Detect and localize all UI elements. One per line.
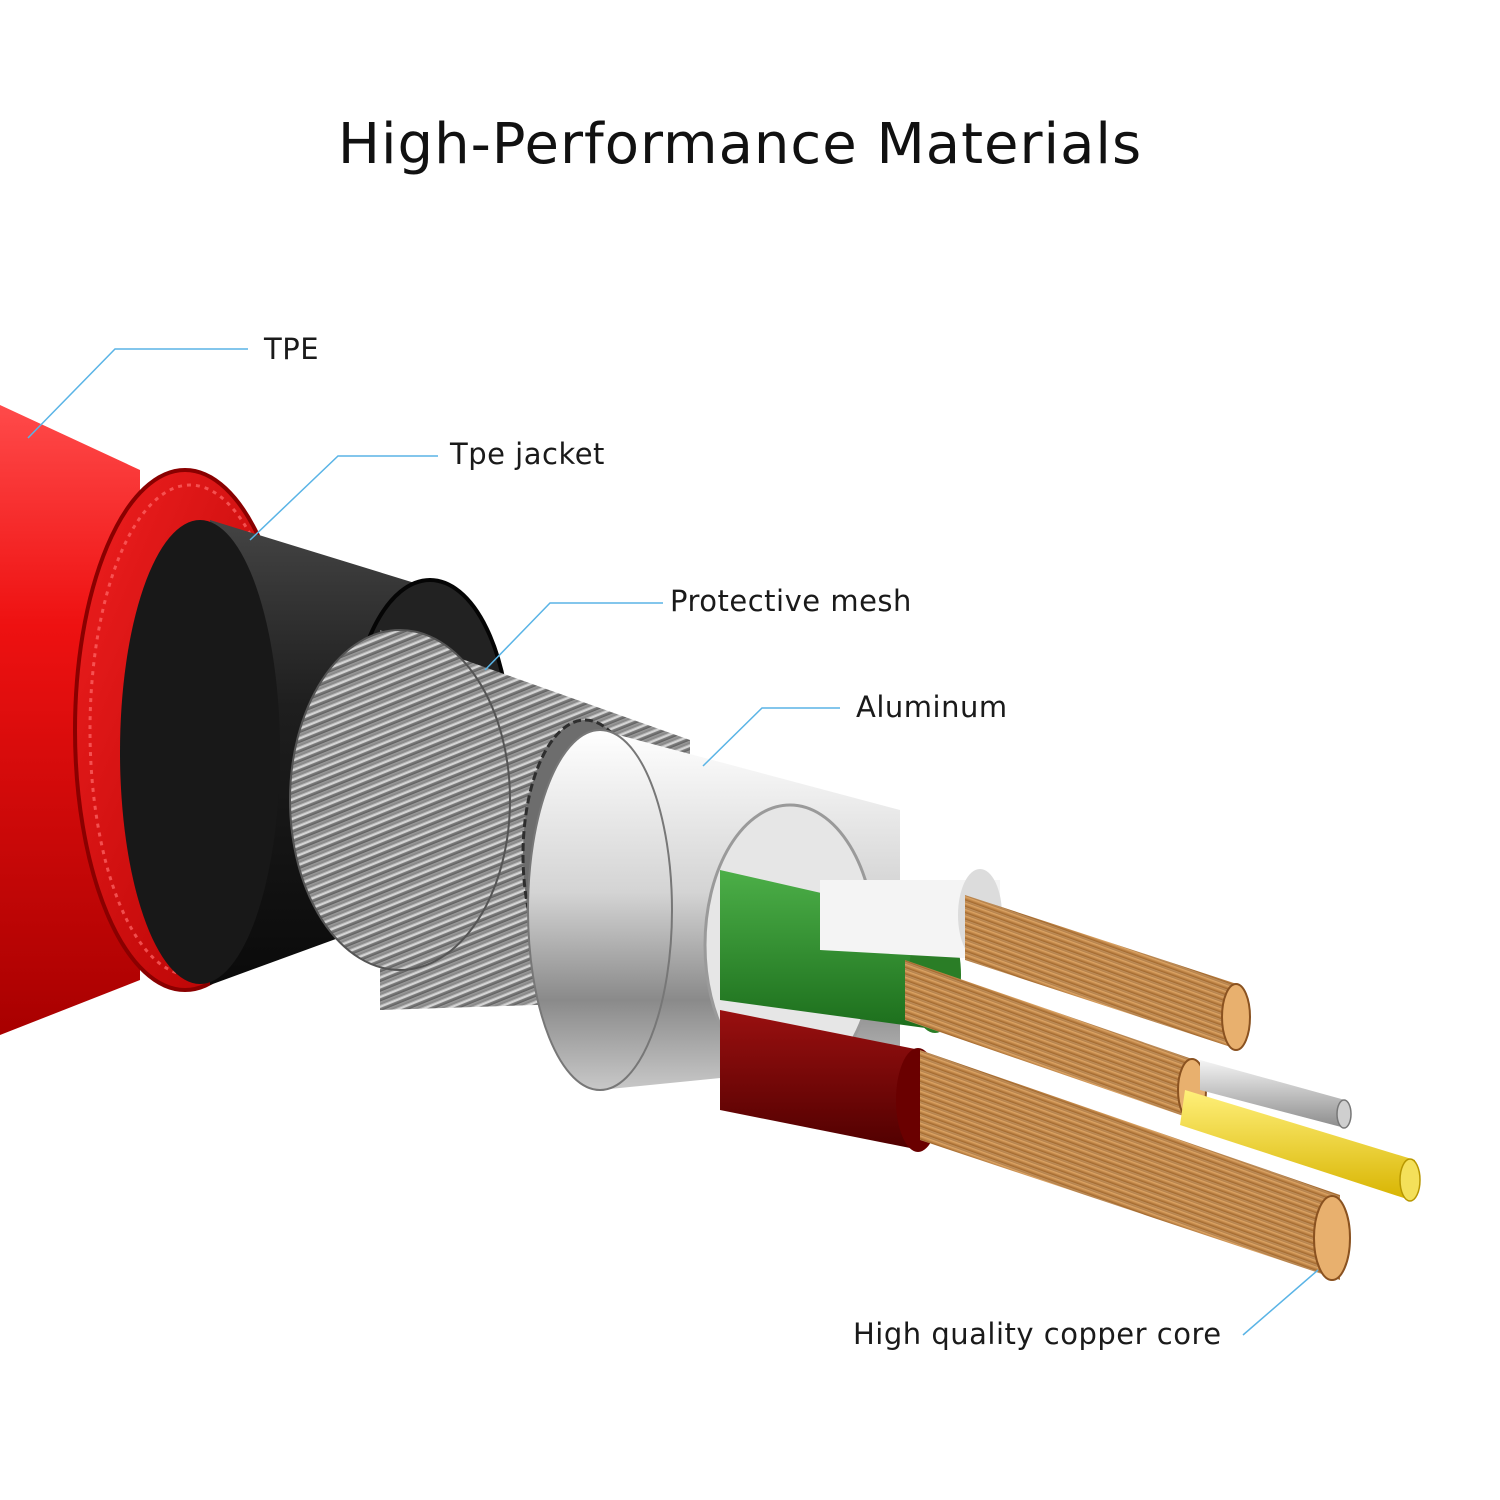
leader-line-aluminum <box>702 707 840 767</box>
label-tpe-jacket: Tpe jacket <box>450 437 605 471</box>
label-protective-mesh: Protective mesh <box>670 584 912 618</box>
leader-line-tpe <box>27 348 248 439</box>
copper-core-bundles <box>905 895 1351 1281</box>
signal-wires <box>1180 1060 1421 1202</box>
leader-line-copper-core <box>1242 1269 1319 1336</box>
label-copper-core: High quality copper core <box>853 1317 1222 1351</box>
label-tpe: TPE <box>264 332 320 366</box>
page-title: High-Performance Materials <box>337 112 1143 177</box>
leader-line-protective-mesh <box>484 602 663 671</box>
leader-line-tpe-jacket <box>249 455 438 541</box>
callout-leader-lines <box>27 348 1319 1336</box>
label-aluminum: Aluminum <box>856 690 1008 724</box>
inner-insulations <box>720 869 1002 1152</box>
